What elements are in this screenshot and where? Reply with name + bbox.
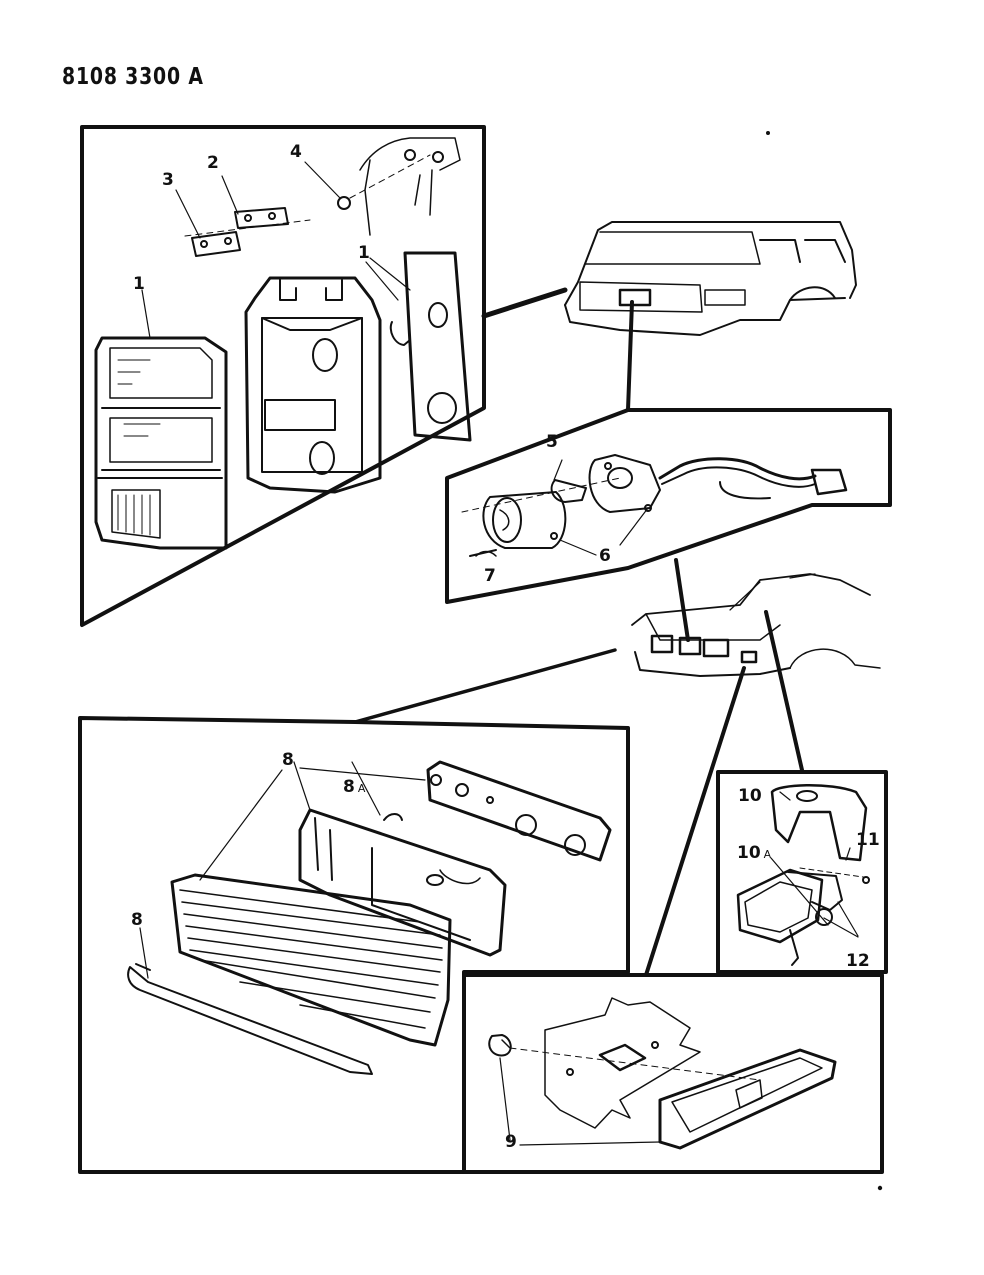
marker-housing (298, 808, 507, 957)
lamp-lens-ring (588, 454, 661, 513)
bulb (550, 479, 587, 503)
callout-1-housing: 1 (358, 243, 370, 263)
station-wagon-illustration (564, 221, 857, 336)
side-marker-bracket-panel (462, 973, 884, 1174)
tail-lamp-lens (94, 336, 228, 550)
callout-4: 4 (290, 142, 302, 162)
fastener-brackets (184, 207, 311, 257)
lamp-housing (244, 276, 382, 494)
push-clip (488, 1034, 512, 1057)
callout-8a-suffix: A (357, 782, 366, 795)
drawing-number: 8108 3300 A (62, 64, 204, 90)
callout-1-lens: 1 (133, 274, 145, 294)
side-marker-panel (78, 716, 630, 1174)
callout-8-strip: 8 (131, 910, 143, 930)
lamp-base (736, 868, 870, 966)
lamp-cover (770, 784, 868, 862)
callout-11: 11 (856, 830, 880, 850)
callout-10a-suffix: A (763, 848, 772, 861)
tail-lamp-panel (80, 125, 486, 627)
marker-lens (170, 873, 452, 1047)
marker-strip (127, 963, 373, 1075)
connector-line (481, 287, 568, 319)
license-lamp-panel (445, 408, 892, 604)
callout-10: 10 (738, 786, 762, 806)
callout-6: 6 (599, 546, 611, 566)
callout-7: 7 (484, 566, 496, 586)
callout-3: 3 (162, 170, 174, 190)
callout-9: 9 (505, 1132, 517, 1152)
marker-gasket (426, 760, 612, 862)
high-mount-lamp-panel (716, 770, 888, 974)
callout-10a-number: 10 (737, 843, 761, 863)
callout-8a-number: 8 (343, 777, 355, 797)
marker-lamp (658, 1048, 837, 1150)
sedan-front-illustration (631, 573, 881, 677)
callout-2: 2 (207, 153, 219, 173)
body-sheet (544, 997, 701, 1129)
callout-12: 12 (846, 951, 870, 971)
gasket-plate (389, 251, 472, 442)
lamp-socket (482, 491, 567, 549)
callout-8-grille: 8 (282, 750, 294, 770)
body-fragment (337, 137, 461, 236)
callout-5: 5 (546, 432, 558, 452)
wiring-harness (658, 457, 848, 500)
